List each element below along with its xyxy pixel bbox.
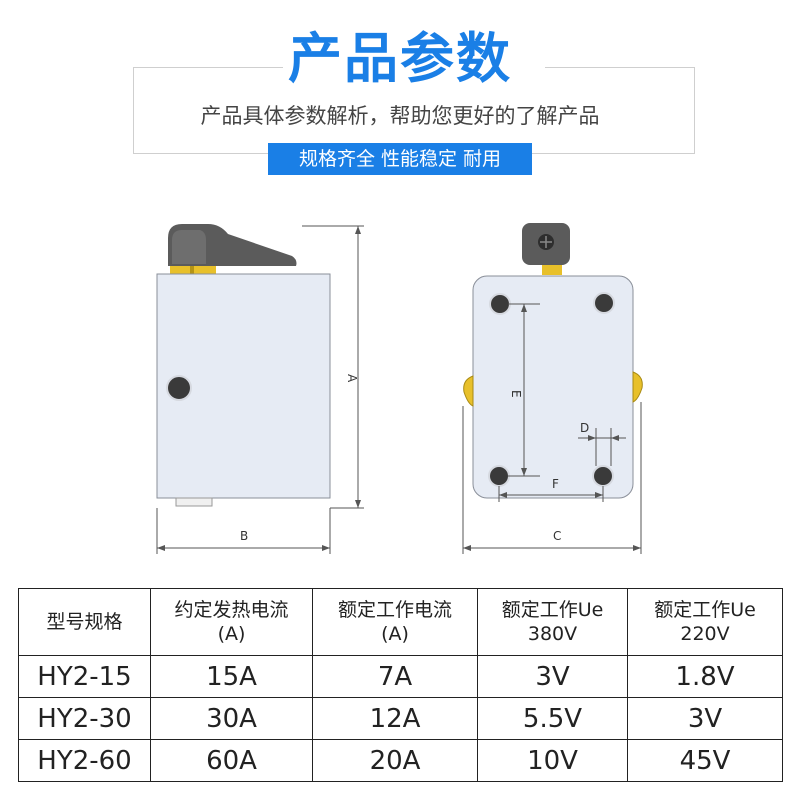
- page-subtitle: 产品具体参数解析，帮助您更好的了解产品: [200, 104, 600, 128]
- dim-c-label: C: [553, 529, 561, 543]
- cell-rated-current: 12A: [312, 697, 478, 740]
- header-thermal-current-unit: (A): [217, 623, 246, 645]
- header-thermal-current-label: 约定发热电流: [174, 599, 289, 621]
- dim-b-arrow-right: [322, 545, 330, 551]
- dim-c-arrow-right: [633, 545, 641, 551]
- cell-model: HY2-60: [18, 739, 151, 782]
- header-ue-380-voltage: 380V: [527, 623, 578, 645]
- screw-bottom-right: [592, 465, 614, 487]
- cell-ue-220: 45V: [627, 739, 783, 782]
- cell-thermal-current: 15A: [150, 655, 313, 698]
- dim-e-arrow-top: [521, 304, 527, 312]
- header-ue-220-label: 额定工作Ue: [654, 599, 756, 621]
- clip-right: [632, 371, 643, 403]
- cell-ue-380: 5.5V: [477, 697, 628, 740]
- table-header-row: 型号规格 约定发热电流 (A) 额定工作电流 (A) 额定工作Ue 380V 额…: [18, 588, 783, 656]
- cell-thermal-current: 60A: [150, 739, 313, 782]
- spec-table: 型号规格 约定发热电流 (A) 额定工作电流 (A) 额定工作Ue 380V 额…: [18, 588, 783, 782]
- brass-base-front: [542, 265, 562, 275]
- dim-d-arrow-right: [611, 435, 619, 441]
- brass-divider: [190, 266, 194, 274]
- header-rule-left: [133, 67, 283, 68]
- header-thermal-current: 约定发热电流 (A): [150, 588, 313, 656]
- page-title: 产品参数: [288, 27, 512, 90]
- cell-model: HY2-15: [18, 655, 151, 698]
- table-row: HY2-15 15A 7A 3V 1.8V: [18, 655, 783, 698]
- cell-ue-220: 1.8V: [627, 655, 783, 698]
- cell-ue-220: 3V: [627, 697, 783, 740]
- bottom-tab: [175, 497, 213, 507]
- dim-f-label: F: [552, 477, 559, 491]
- dimension-diagram: A B E D: [156, 223, 643, 554]
- header-ue-220-voltage: 220V: [680, 623, 730, 645]
- header-rated-current: 额定工作电流 (A): [312, 588, 478, 656]
- dim-b-label: B: [240, 529, 248, 543]
- table-row: HY2-30 30A 12A 5.5V 3V: [18, 697, 783, 740]
- cell-ue-380: 3V: [477, 655, 628, 698]
- header-rated-current-unit: (A): [381, 623, 409, 645]
- handle-highlight: [172, 230, 206, 264]
- cell-model: HY2-30: [18, 697, 151, 740]
- cell-rated-current: 7A: [312, 655, 478, 698]
- clip-left: [463, 375, 474, 407]
- dim-e-label: E: [509, 390, 523, 398]
- dim-d-label: D: [580, 421, 589, 435]
- dim-c-arrow-left: [463, 545, 471, 551]
- dim-f-arrow-right: [595, 492, 603, 498]
- cell-ue-380: 10V: [477, 739, 628, 782]
- header-model-label: 型号规格: [46, 611, 123, 633]
- dim-d-arrow-left: [588, 435, 596, 441]
- screw-side: [166, 375, 192, 401]
- table-row: HY2-60 60A 20A 10V 45V: [18, 739, 783, 782]
- dim-e-arrow-bottom: [521, 468, 527, 476]
- dim-f-arrow-left: [499, 492, 507, 498]
- screw-bottom-left: [488, 465, 510, 487]
- front-view: E D F C: [462, 223, 643, 554]
- header-rule-right: [545, 67, 695, 68]
- cell-thermal-current: 30A: [150, 697, 313, 740]
- header-rated-current-label: 额定工作电流: [337, 599, 452, 621]
- header-ue-380: 额定工作Ue 380V: [477, 588, 628, 656]
- header-ue-220: 额定工作Ue 220V: [627, 588, 783, 656]
- header-model: 型号规格: [18, 588, 151, 656]
- dim-a-arrow-bottom: [355, 500, 361, 508]
- screw-top-left: [489, 293, 511, 315]
- feature-badge: 规格齐全 性能稳定 耐用: [268, 143, 532, 175]
- dim-a-label: A: [345, 374, 359, 383]
- dim-a-arrow-top: [355, 226, 361, 234]
- dim-b-arrow-left: [157, 545, 165, 551]
- cell-rated-current: 20A: [312, 739, 478, 782]
- header-ue-380-label: 额定工作Ue: [501, 599, 604, 621]
- side-view: A B: [156, 224, 364, 554]
- screw-top-right: [593, 292, 615, 314]
